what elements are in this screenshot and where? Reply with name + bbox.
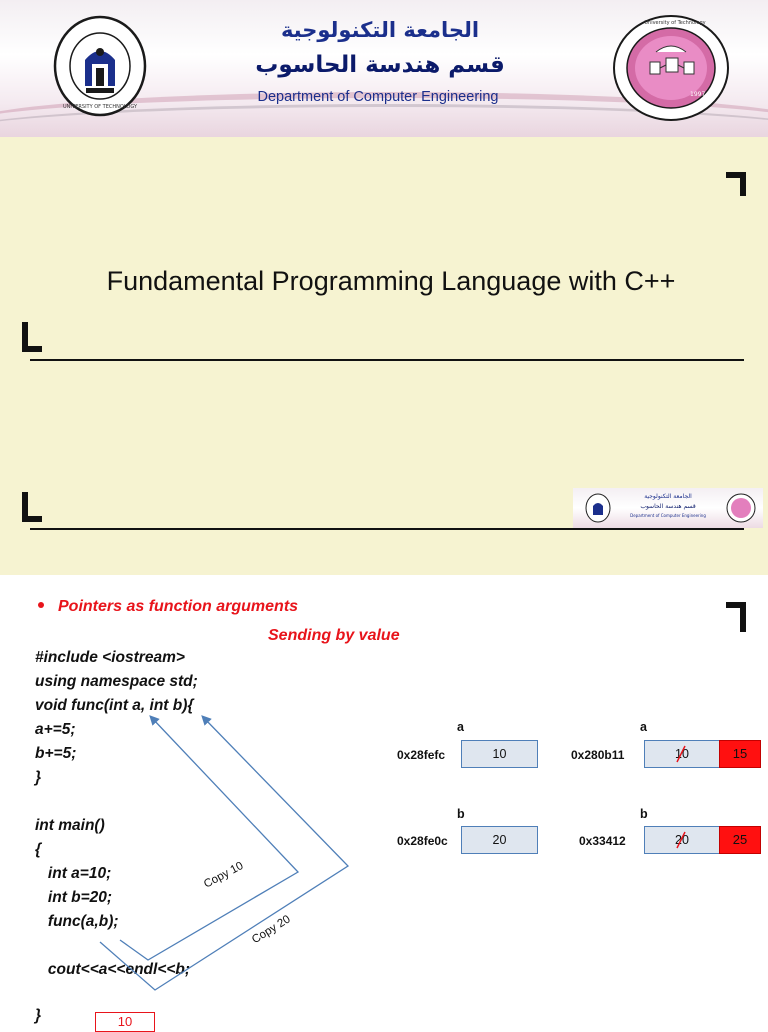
- code-line: using namespace std;: [35, 673, 198, 690]
- func-var-a-address: 0x280b11: [571, 748, 625, 762]
- header-banner: UNIVERSITY OF TECHNOLOGY الجامعة التكنول…: [0, 0, 768, 137]
- right-logo-year: 1997: [690, 91, 706, 98]
- mini-arabic-university-name: الجامعة التكنولوجية: [644, 493, 692, 500]
- code-line: int a=10;: [35, 865, 112, 882]
- func-var-a-name: a: [640, 720, 647, 734]
- code-line: }: [35, 769, 42, 786]
- code-line: {: [35, 841, 42, 858]
- title-underline: [30, 359, 744, 361]
- left-corner-mark-1-horizontal: [22, 346, 42, 352]
- department-logo-icon: [613, 15, 729, 121]
- code-line: a+=5;: [35, 721, 76, 738]
- code-line: #include <iostream>: [35, 649, 185, 666]
- main-var-b-address: 0x28fe0c: [397, 834, 448, 848]
- top-right-corner-mark-vertical: [740, 172, 746, 196]
- output-box: 10: [95, 1012, 155, 1032]
- code-line: b+=5;: [35, 745, 77, 762]
- department-name: Department of Computer Engineering: [257, 89, 499, 105]
- copy-20-arrow: [99, 715, 350, 991]
- func-var-b-old-box: 20: [644, 826, 720, 854]
- content-corner-mark: [726, 602, 746, 608]
- left-corner-mark-2-horizontal: [22, 516, 42, 522]
- bullet-heading: Pointers as function arguments: [38, 598, 298, 616]
- func-var-b-new-box: 25: [719, 826, 761, 854]
- subheading: Sending by value: [268, 627, 400, 644]
- code-line: int main(): [35, 817, 105, 834]
- main-var-b-name: b: [457, 807, 465, 821]
- main-var-a-name: a: [457, 720, 464, 734]
- arabic-university-name: الجامعة التكنولوجية: [280, 18, 480, 42]
- code-line: int b=20;: [35, 889, 113, 906]
- code-line: cout<<a<<endl<<b;: [35, 961, 191, 978]
- mini-university-logo-icon: [585, 493, 611, 523]
- university-logo-icon: [53, 15, 147, 117]
- mini-department-logo-icon: [726, 493, 756, 523]
- content-corner-mark-vertical: [740, 602, 746, 632]
- banner-swoosh: [0, 92, 768, 137]
- mini-department-name: Department of Computer Engineering: [630, 513, 706, 518]
- code-line: func(a,b);: [35, 913, 119, 930]
- arabic-department-name: قسم هندسة الحاسوب: [255, 52, 505, 78]
- code-line: }: [35, 1007, 42, 1024]
- func-var-a-new-box: 15: [719, 740, 761, 768]
- func-var-b-address: 0x33412: [579, 834, 626, 848]
- main-var-b-box: 20: [461, 826, 538, 854]
- output-value: 10: [117, 1014, 133, 1029]
- footer-line: [30, 528, 744, 530]
- mini-arabic-department-name: قسم هندسة الحاسوب: [640, 503, 696, 510]
- code-line: void func(int a, int b){: [35, 697, 194, 714]
- main-var-a-address: 0x28fefc: [397, 748, 446, 762]
- main-var-a-box: 10: [461, 740, 538, 768]
- strike-b-icon: [676, 831, 686, 849]
- bullet-dot-icon: [38, 601, 44, 608]
- slide-title: Fundamental Programming Language with C+…: [106, 266, 676, 296]
- mini-header-banner: الجامعة التكنولوجية قسم هندسة الحاسوب De…: [573, 488, 763, 528]
- right-logo-text: University of Technology: [644, 20, 706, 26]
- banner-swoosh-thin: [0, 104, 768, 137]
- copy-10-arrow: [119, 715, 300, 961]
- func-var-b-name: b: [640, 807, 648, 821]
- left-corner-mark-1-vertical: [22, 322, 28, 352]
- left-logo-text: UNIVERSITY OF TECHNOLOGY: [62, 104, 138, 110]
- bullet-text: Pointers as function arguments: [58, 598, 299, 615]
- top-right-corner-mark: [726, 172, 746, 178]
- func-var-a-old-box: 10: [644, 740, 720, 768]
- strike-a-icon: [676, 745, 686, 763]
- left-corner-mark-2-vertical: [22, 492, 28, 522]
